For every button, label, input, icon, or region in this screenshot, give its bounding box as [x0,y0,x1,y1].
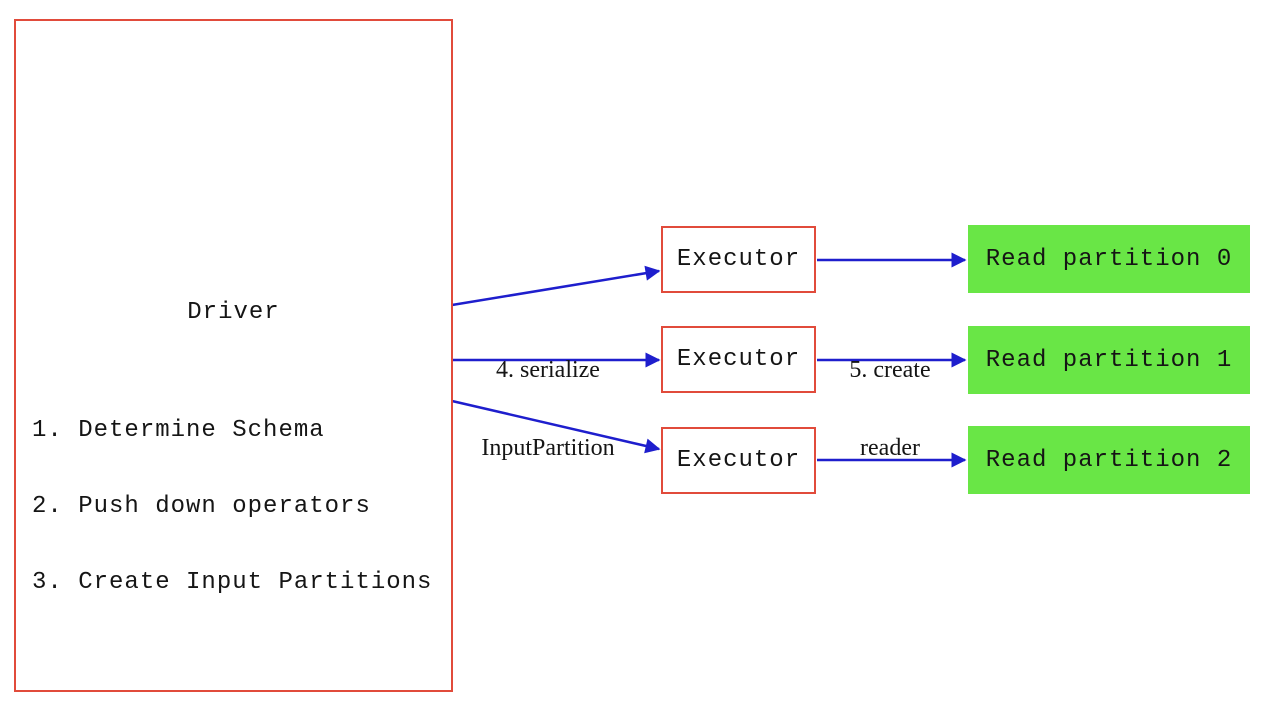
executor-label-1: Executor [676,346,801,373]
edge-label-serialize-line1: 4. serialize [496,357,600,383]
arrow-driver-to-executor-0 [451,265,661,307]
driver-step-2: 2. Push down operators [32,493,371,521]
read-partition-label-1: Read partition 1 [985,346,1233,374]
executor-label-0: Executor [676,246,801,273]
read-partition-label-0: Read partition 0 [985,245,1233,273]
edge-label-create-reader-line2: reader [860,435,920,461]
read-partition-box-1: Read partition 1 [968,326,1250,394]
edge-label-serialize-line2: InputPartition [481,435,615,461]
executor-box-2: Executor [661,427,816,494]
driver-step-3: 3. Create Input Partitions [32,569,433,597]
driver-step-1: 1. Determine Schema [32,416,325,444]
read-partition-box-0: Read partition 0 [968,225,1250,293]
read-partition-box-2: Read partition 2 [968,426,1250,494]
driver-steps: 1. Determine Schema 2. Push down operato… [32,367,432,646]
edge-label-create-reader-line1: 5. create [849,357,931,383]
executor-box-0: Executor [661,226,816,293]
driver-title: Driver [187,299,280,326]
driver-box: Driver 1. Determine Schema 2. Push down … [14,19,453,692]
edge-label-create-reader: 5. create reader [820,305,960,513]
executor-box-1: Executor [661,326,816,393]
edge-label-serialize-inputpartition: 4. serialize InputPartition [448,305,648,513]
read-partition-label-2: Read partition 2 [985,446,1233,474]
executor-label-2: Executor [676,447,801,474]
